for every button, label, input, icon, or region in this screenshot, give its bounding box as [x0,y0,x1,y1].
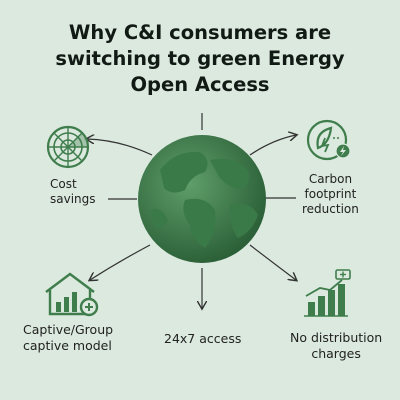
rising-bars-battery-icon [304,269,351,317]
label-24x7-access: 24x7 access [164,331,242,346]
house-chart-icon [45,272,99,317]
page-title: Why C&I consumers are switching to green… [0,20,400,98]
title-line-1: Why C&I consumers are [68,21,332,44]
connector-cost-savings [87,139,153,156]
connector-no-distribution [249,244,296,280]
label-cost-savings: Cost savings [50,177,96,206]
connector-carbon [249,135,296,156]
connector-captive [90,244,151,280]
connector-lines [87,113,296,308]
label-no-distribution: No distribution charges [290,330,383,361]
title-line-3: Open Access [130,73,270,96]
label-captive-model: Captive/Group captive model [23,322,114,353]
title-line-2: switching to green Energy [55,47,345,70]
leaf-lightning-icon [306,119,351,161]
radar-icon [46,125,90,169]
globe-icon [138,135,266,263]
label-carbon-footprint: Carbon footprint reduction [302,172,359,216]
